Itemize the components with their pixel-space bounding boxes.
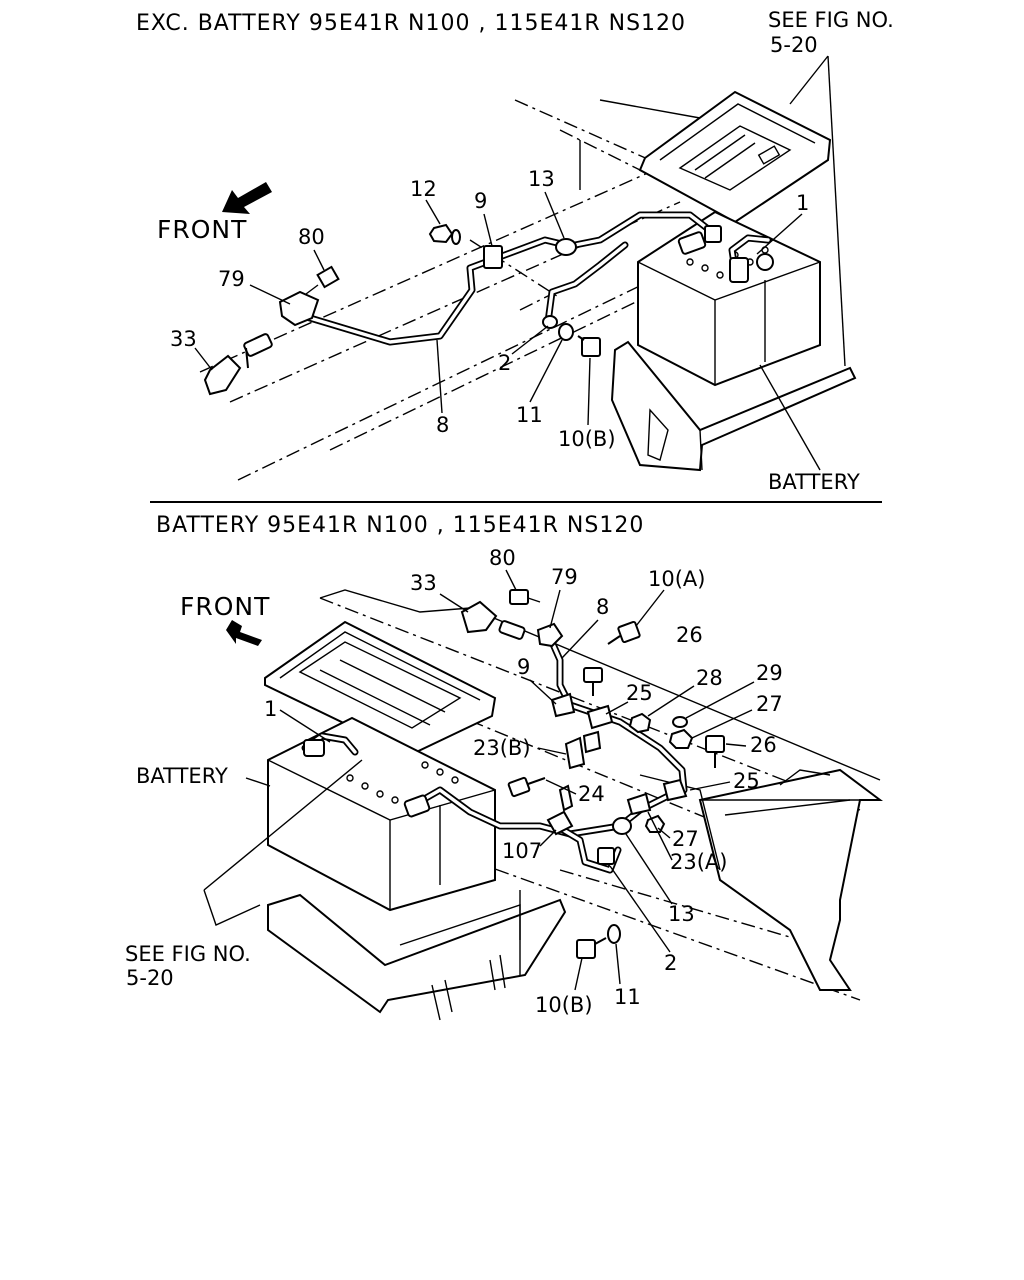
top-callout-80: 80 — [298, 225, 325, 249]
bottom-diagram: BATTERY 95E41R N100 , 115E41R NS120 FRON… — [125, 513, 883, 1021]
top-cable-end — [677, 225, 722, 255]
bottom-callout-26a: 26 — [676, 623, 703, 647]
bottom-callout-10a: 10(A) — [648, 567, 705, 591]
bottom-bolt-80 — [509, 589, 541, 605]
top-front-arrow-icon — [222, 182, 272, 214]
bottom-bolt-10b — [576, 937, 607, 959]
top-see-fig-line2: 5-20 — [770, 33, 818, 57]
top-clip-9 — [483, 245, 503, 269]
bottom-terminal-connector — [498, 620, 526, 640]
bottom-clamp-25a — [586, 704, 614, 730]
bottom-nut-27a — [668, 728, 694, 749]
bottom-bracket-23a — [626, 778, 688, 816]
bottom-grommet-13 — [612, 817, 632, 835]
bottom-callout-9: 9 — [517, 655, 530, 679]
bottom-callout-27a: 27 — [756, 692, 783, 716]
bottom-cable-end — [403, 794, 431, 818]
top-bolt-10b — [577, 335, 601, 357]
bottom-battery-tray — [267, 890, 567, 1021]
bottom-callout-13: 13 — [668, 902, 695, 926]
top-bolt-80 — [305, 265, 340, 295]
bottom-terminal-clamp-1 — [303, 739, 325, 757]
top-battery-cover — [638, 90, 832, 224]
bottom-bolt-26b — [705, 735, 725, 768]
bottom-callout-24: 24 — [578, 782, 605, 806]
bottom-bolt-2 — [597, 847, 615, 865]
bottom-see-fig-pointer — [203, 759, 363, 926]
top-callout-9: 9 — [474, 189, 487, 213]
top-frame-rails — [199, 99, 711, 481]
top-battery-label: BATTERY — [768, 470, 860, 494]
top-battery — [637, 210, 821, 387]
bottom-front-arrow-icon — [226, 620, 262, 646]
top-callout-12: 12 — [410, 177, 437, 201]
bottom-callout-80: 80 — [489, 546, 516, 570]
bottom-callout-11: 11 — [614, 985, 641, 1009]
top-diagram: EXC. BATTERY 95E41R N100 , 115E41R NS120… — [136, 8, 894, 494]
bottom-callout-10b: 10(B) — [535, 993, 593, 1017]
bottom-nut-28 — [628, 712, 652, 734]
bottom-callouts: 1 2 8 9 10(A) 10(B) 11 13 23(A) 23(B) 24… — [264, 546, 783, 1017]
top-terminal-connector — [243, 333, 273, 369]
bottom-front-label: FRONT — [180, 592, 270, 621]
top-callout-2: 2 — [498, 351, 511, 375]
bottom-see-fig-line1: SEE FIG NO. — [125, 942, 251, 966]
top-header: EXC. BATTERY 95E41R N100 , 115E41R NS120 — [136, 11, 686, 36]
bottom-bolt-26a — [583, 667, 603, 696]
top-nut-12 — [428, 223, 461, 245]
bottom-bracket-23b — [564, 730, 602, 770]
bottom-clamp-107 — [546, 784, 574, 836]
top-washer-11 — [558, 323, 574, 341]
top-callout-79: 79 — [218, 267, 245, 291]
bottom-callout-23a: 23(A) — [670, 850, 727, 874]
bottom-callout-8: 8 — [596, 595, 609, 619]
top-front-label: FRONT — [157, 215, 247, 244]
top-callout-11: 11 — [516, 403, 543, 427]
bottom-clip-9 — [550, 692, 576, 718]
bottom-battery — [267, 716, 496, 912]
top-callout-1: 1 — [796, 191, 809, 215]
bottom-callout-28: 28 — [696, 666, 723, 690]
top-terminal-clamp-1 — [729, 253, 774, 283]
top-bolt-2 — [542, 315, 558, 329]
top-callout-8: 8 — [436, 413, 449, 437]
top-battery-tray — [610, 340, 857, 472]
top-see-fig-line1: SEE FIG NO. — [768, 8, 894, 32]
top-grommet-13 — [555, 238, 577, 256]
top-callout-33: 33 — [170, 327, 197, 351]
bottom-callout-29: 29 — [756, 661, 783, 685]
top-callout-10b: 10(B) — [558, 427, 616, 451]
bottom-callout-25b: 25 — [733, 769, 760, 793]
bottom-cap-33 — [460, 600, 498, 634]
bottom-callout-26b: 26 — [750, 733, 777, 757]
top-callout-13: 13 — [528, 167, 555, 191]
bottom-battery-label: BATTERY — [136, 764, 228, 788]
bottom-see-fig-line2: 5-20 — [126, 966, 174, 990]
bottom-washer-11 — [607, 924, 621, 944]
bottom-nut-27b — [644, 814, 666, 833]
top-callouts: 1 2 8 9 10(B) 11 12 13 33 79 80 — [170, 167, 809, 451]
bottom-bolt-24 — [507, 776, 546, 798]
top-clip-79 — [278, 290, 320, 327]
top-cap-33 — [203, 354, 242, 396]
bottom-callout-33: 33 — [410, 571, 437, 595]
bottom-header: BATTERY 95E41R N100 , 115E41R NS120 — [156, 513, 644, 538]
bottom-callout-2: 2 — [664, 951, 677, 975]
bottom-callout-107: 107 — [502, 839, 542, 863]
bottom-callout-27b: 27 — [672, 827, 699, 851]
bottom-callout-1: 1 — [264, 697, 277, 721]
bottom-battery-cover — [264, 620, 497, 757]
bottom-callout-23b: 23(B) — [473, 736, 531, 760]
bottom-washer-29 — [672, 716, 688, 728]
bottom-callout-25a: 25 — [626, 681, 653, 705]
bottom-bolt-10a — [607, 620, 641, 645]
bottom-callout-79: 79 — [551, 565, 578, 589]
